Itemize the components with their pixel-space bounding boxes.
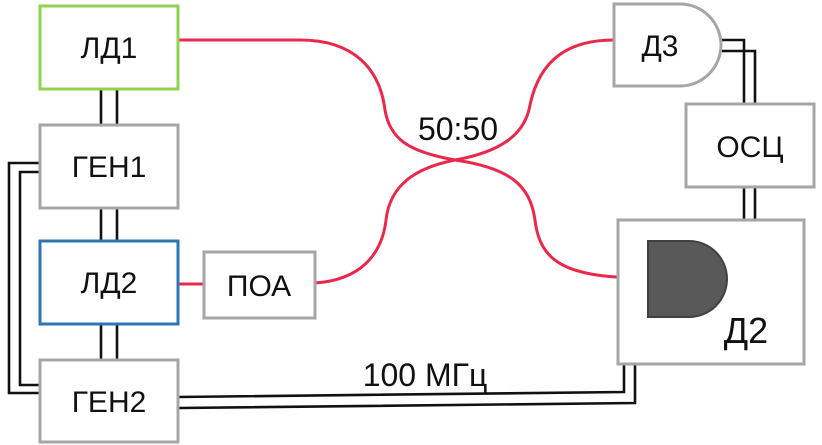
gen2-box bbox=[38, 358, 180, 444]
cable-d3-osc bbox=[722, 38, 757, 104]
cable-gen1-gen2-loop bbox=[7, 161, 40, 395]
optical-fibers bbox=[176, 38, 650, 286]
d2-detector-icon bbox=[647, 240, 728, 318]
block-d3: Д3 bbox=[612, 2, 723, 88]
fiber-coupler-to-d2 bbox=[453, 158, 650, 280]
poa-box bbox=[202, 250, 317, 320]
osc-label: ОСЦ bbox=[716, 131, 783, 164]
block-poa: ПОА bbox=[202, 250, 317, 320]
block-gen1: ГЕН1 bbox=[38, 123, 180, 210]
poa-label: ПОА bbox=[227, 270, 291, 303]
block-ld2: ЛД2 bbox=[38, 239, 180, 326]
coupler-ratio-label: 50:50 bbox=[418, 111, 498, 147]
frequency-label: 100 МГц bbox=[363, 357, 488, 393]
cable-ld2-gen2 bbox=[99, 324, 119, 360]
electrical-cables bbox=[7, 38, 757, 410]
gen1-box bbox=[38, 123, 180, 210]
gen1-label: ГЕН1 bbox=[72, 151, 147, 184]
gen2-label: ГЕН2 bbox=[72, 386, 147, 419]
cable-ld1-gen1 bbox=[99, 89, 119, 125]
d3-label: Д3 bbox=[641, 30, 678, 63]
d3-detector-shape bbox=[612, 2, 723, 88]
ld2-label: ЛД2 bbox=[81, 267, 138, 300]
d2-label: Д2 bbox=[724, 310, 768, 351]
osc-box bbox=[684, 102, 816, 189]
block-ld1: ЛД1 bbox=[38, 4, 180, 91]
block-osc: ОСЦ bbox=[684, 102, 816, 189]
block-d2: Д2 bbox=[616, 218, 806, 366]
fiber-coupler-to-d3 bbox=[453, 38, 616, 162]
ld2-box bbox=[38, 239, 180, 326]
cable-gen2-d2 bbox=[177, 364, 637, 410]
fiber-ld1-to-coupler bbox=[176, 38, 457, 162]
cable-osc-d2 bbox=[742, 187, 757, 220]
cable-gen1-ld2 bbox=[99, 208, 119, 241]
ld1-label: ЛД1 bbox=[81, 32, 138, 65]
block-gen2: ГЕН2 bbox=[38, 358, 180, 444]
fiber-poa-to-coupler bbox=[313, 158, 457, 285]
ld1-box bbox=[38, 4, 180, 91]
